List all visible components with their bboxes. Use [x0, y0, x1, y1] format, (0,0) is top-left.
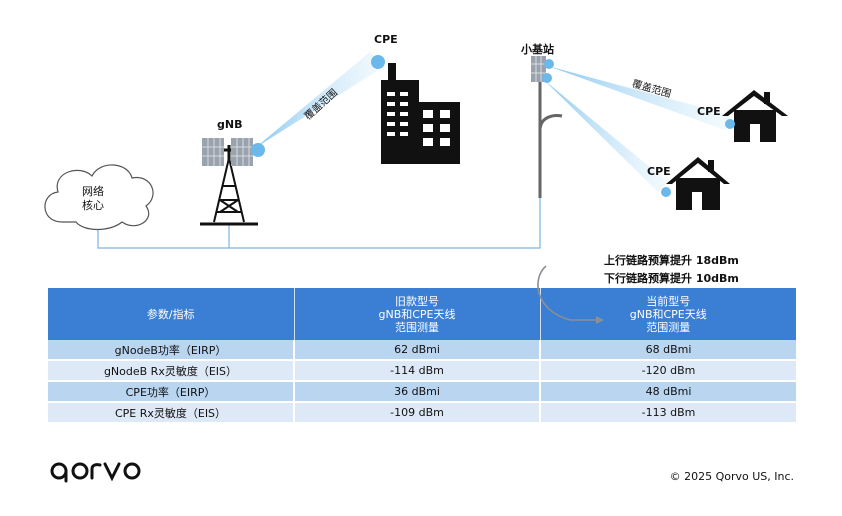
row-previous-value: 62 dBmi: [294, 340, 541, 361]
diagram-graphics: [44, 52, 788, 249]
cpe-house2-label: CPE: [647, 165, 671, 178]
curved-arrow-icon: [537, 265, 604, 324]
row-previous-value: -109 dBm: [294, 402, 541, 424]
house-icon-2: [661, 157, 730, 210]
backhaul-lines: [97, 198, 541, 249]
small-cell-unit-icon: [531, 56, 554, 83]
row-current-value: 48 dBmi: [540, 381, 796, 403]
header-parameter: 参数/指标: [48, 288, 295, 340]
core-network-label: 网络 核心: [82, 185, 104, 212]
row-previous-value: 36 dBmi: [294, 381, 541, 403]
qorvo-logo-icon: [50, 462, 141, 483]
small-cell-beam-1: [548, 66, 730, 130]
row-parameter: gNodeB Rx灵敏度（EIS）: [48, 360, 295, 382]
table-header-row: 参数/指标 旧款型号 gNB和CPE天线 范围测量 当前型号 gNB和CPE天线…: [48, 288, 796, 340]
row-parameter: CPE Rx灵敏度（EIS）: [48, 402, 295, 424]
comparison-table: 参数/指标 旧款型号 gNB和CPE天线 范围测量 当前型号 gNB和CPE天线…: [48, 288, 796, 424]
small-cell-pole-icon: [538, 82, 563, 198]
core-network-cloud-icon: [44, 164, 154, 231]
header-current-model: 当前型号 gNB和CPE天线 范围测量: [540, 288, 796, 340]
row-current-value: -113 dBm: [540, 402, 796, 424]
gnb-antenna-panel-icon: [202, 138, 265, 166]
row-parameter: gNodeB功率（EIRP）: [48, 340, 295, 361]
cpe-building-label: CPE: [374, 33, 398, 46]
table-row: gNodeB功率（EIRP） 62 dBmi 68 dBmi: [48, 340, 796, 361]
row-previous-value: -114 dBm: [294, 360, 541, 382]
small-cell-beam-2: [544, 80, 668, 192]
uplink-improvement-text: 上行链路预算提升 18dBm: [604, 254, 739, 267]
small-cell-label: 小基站: [521, 43, 554, 56]
downlink-improvement-text: 下行链路预算提升 10dBm: [604, 272, 739, 285]
table-row: gNodeB Rx灵敏度（EIS） -114 dBm -120 dBm: [48, 360, 796, 382]
house-icon-1: [722, 90, 788, 142]
row-parameter: CPE功率（EIRP）: [48, 381, 295, 403]
gnb-label: gNB: [217, 118, 243, 131]
network-diagram: 网络 核心 gNB CPE 小基站 覆盖范围 覆盖范围 CPE CPE: [44, 33, 788, 249]
row-current-value: -120 dBm: [540, 360, 796, 382]
gnb-coverage-beam: [255, 52, 385, 148]
table-row: CPE Rx灵敏度（EIS） -109 dBm -113 dBm: [48, 402, 796, 424]
copyright-text: © 2025 Qorvo US, Inc.: [669, 470, 794, 483]
table-row: CPE功率（EIRP） 36 dBmi 48 dBmi: [48, 381, 796, 403]
cpe-building-icon: [371, 55, 460, 164]
row-current-value: 68 dBmi: [540, 340, 796, 361]
header-previous-model: 旧款型号 gNB和CPE天线 范围测量: [294, 288, 541, 340]
qorvo-logo: [50, 459, 150, 487]
cpe-house1-label: CPE: [697, 105, 721, 118]
